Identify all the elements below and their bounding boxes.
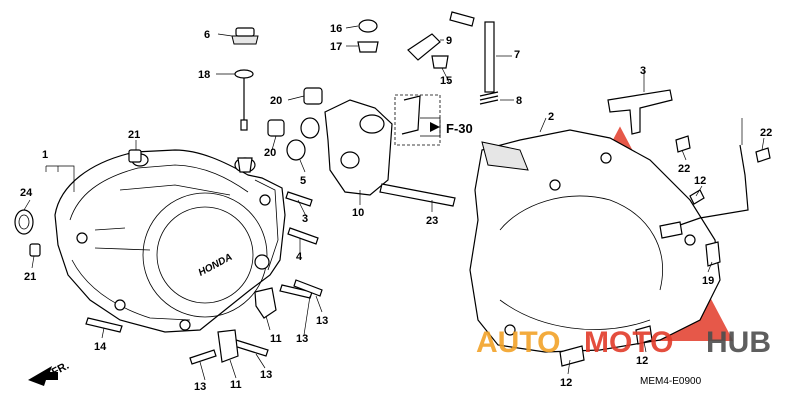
- callout-label: 11: [270, 333, 282, 345]
- callout-label: 24: [20, 187, 33, 199]
- callout-numbers: 1 2 3 3 4 5 6 7 8 9 10 11 11 12 12 12 13…: [20, 23, 772, 393]
- callout-label: 1: [42, 149, 48, 161]
- callout-label: 9: [446, 35, 452, 47]
- callout-label: 4: [296, 251, 303, 263]
- callout-label: 12: [636, 355, 648, 367]
- oil-seal: [14, 209, 34, 235]
- callout-label: 5: [300, 175, 306, 187]
- callout-label: 14: [94, 341, 107, 353]
- callout-label: 3: [302, 213, 308, 225]
- callout-label: 15: [440, 75, 452, 87]
- part-code: MEM4-E0900: [640, 376, 702, 387]
- callout-label: 20: [264, 147, 276, 159]
- callout-label: 2: [548, 111, 554, 123]
- cover-bolts: [85, 191, 323, 365]
- callout-label: 21: [128, 129, 140, 141]
- reference-block: F-30: [420, 117, 473, 137]
- oil-filler-cap: [231, 27, 259, 131]
- callout-label: 8: [516, 95, 522, 107]
- callout-label: 16: [330, 23, 342, 35]
- callout-label: 13: [260, 369, 272, 381]
- callout-label: 17: [330, 41, 342, 53]
- cover-bracket: [559, 89, 771, 367]
- callout-label: 12: [560, 377, 572, 389]
- cable-clamp: [217, 287, 277, 363]
- callout-label: 11: [230, 379, 242, 391]
- front-direction-arrow: FR.: [28, 360, 71, 386]
- callout-label: 13: [316, 315, 328, 327]
- watermark-text-hub: HUB: [706, 326, 771, 359]
- clutch-cover: HONDA: [54, 149, 286, 333]
- callout-label: 13: [296, 333, 308, 345]
- dowel-pin: [29, 149, 142, 257]
- leader-lines: [23, 25, 765, 381]
- callout-label: 3: [640, 65, 646, 77]
- lifter-arm: [407, 33, 449, 69]
- callout-label: 12: [694, 175, 706, 187]
- lifter-rod: [449, 11, 499, 105]
- left-crankcase-cover: [469, 129, 721, 353]
- callout-label: 10: [352, 207, 364, 219]
- washer-nut: [357, 19, 379, 53]
- callout-label: 22: [678, 163, 690, 175]
- callout-label: 6: [204, 29, 210, 41]
- watermark-text: AUTO MOTO HUB: [476, 326, 771, 359]
- watermark-text-moto: MOTO: [584, 326, 673, 359]
- direction-label: FR.: [50, 360, 71, 379]
- callout-label: 23: [426, 215, 438, 227]
- callout-label: 7: [514, 49, 520, 61]
- watermark-text-auto: AUTO: [476, 326, 560, 359]
- callout-label: 20: [270, 95, 282, 107]
- callout-label: 13: [194, 381, 206, 393]
- clutch-lifter: [267, 87, 456, 207]
- callout-label: 21: [24, 271, 36, 283]
- callout-label: 18: [198, 69, 210, 81]
- callout-label: 19: [702, 275, 714, 287]
- reference-label: F-30: [446, 121, 473, 136]
- callout-label: 22: [760, 127, 772, 139]
